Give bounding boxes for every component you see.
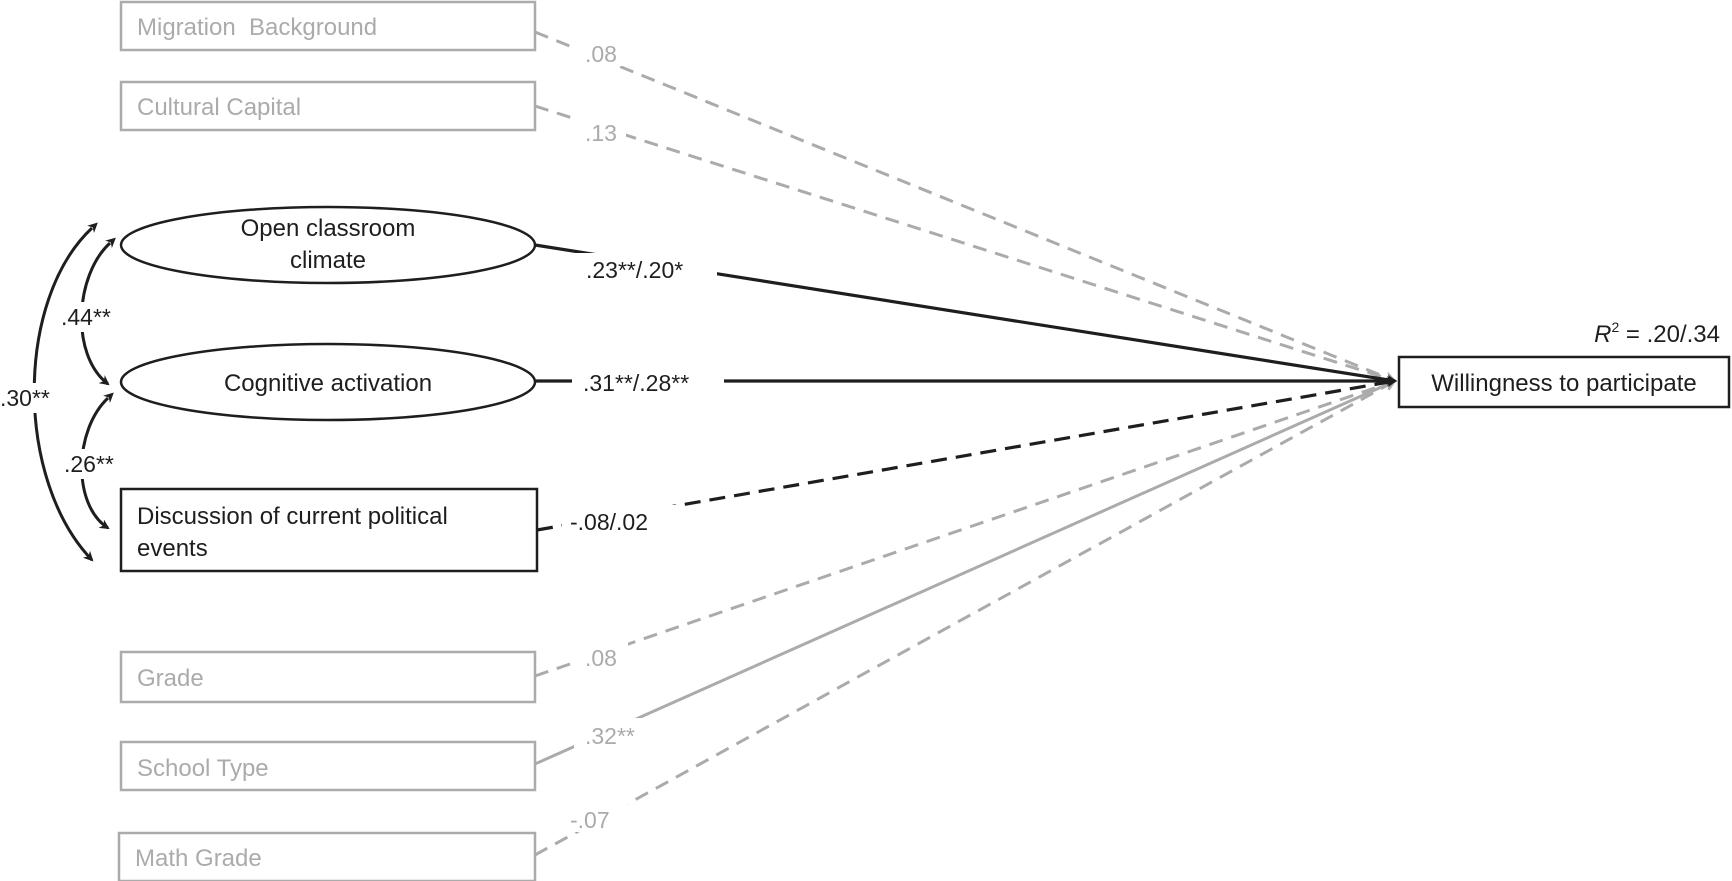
coef-school-text: .32** — [585, 723, 635, 749]
coef-cognitive-text: .31**/.28** — [583, 370, 689, 396]
box-migration-background: Migration Background — [119, 0, 537, 52]
coef-cultural-text: .13 — [585, 120, 617, 146]
corr-open-discussion-text: .30** — [0, 385, 50, 411]
path-discussion-to-outcome — [536, 377, 1397, 532]
path-math-to-outcome — [534, 379, 1397, 857]
r-squared-exponent: 2 — [1611, 319, 1619, 335]
corr-open-cognitive-text: .44** — [61, 304, 111, 330]
ellipse-cognitive-activation: Cognitive activation — [119, 342, 537, 422]
school-label: School Type — [137, 755, 269, 782]
coef-discussion-text: -.08/.02 — [570, 509, 648, 535]
coef-cultural: .13 — [572, 118, 626, 148]
coef-open-text: .23**/.20* — [586, 257, 683, 283]
open-label-line2: climate — [290, 247, 366, 274]
box-school-type: School Type — [119, 740, 537, 792]
math-label: Math Grade — [135, 845, 262, 872]
coef-cognitive: .31**/.28** — [572, 366, 724, 398]
cultural-label: Cultural Capital — [137, 94, 301, 121]
coef-migration: .08 — [572, 36, 626, 67]
coef-math-text: -.07 — [570, 807, 610, 833]
coef-discussion: -.08/.02 — [562, 505, 680, 537]
ellipse-open-classroom-climate: Open classroom climate — [119, 205, 537, 285]
cognitive-label: Cognitive activation — [224, 370, 432, 397]
open-label-line1: Open classroom — [241, 215, 416, 242]
corr-label-open-discussion: .30** — [0, 383, 56, 413]
discussion-label-line2: events — [137, 535, 208, 562]
coef-grade: .08 — [572, 640, 628, 672]
migration-label: Migration Background — [137, 14, 377, 41]
corr-label-cognitive-discussion: .26** — [60, 449, 126, 479]
coef-school: .32** — [574, 718, 644, 750]
box-discussion-political-events: Discussion of current political events — [119, 487, 539, 573]
grade-label: Grade — [137, 665, 204, 692]
outcome-label: Willingness to participate — [1431, 370, 1696, 397]
coef-migration-text: .08 — [585, 41, 617, 67]
r-squared-value: = .20/.34 — [1619, 321, 1720, 348]
discussion-label-line1: Discussion of current political — [137, 503, 448, 530]
box-grade: Grade — [119, 650, 537, 704]
path-school-to-outcome — [534, 379, 1397, 766]
corr-label-open-cognitive: .44** — [56, 302, 122, 332]
coef-grade-text: .08 — [585, 645, 617, 671]
path-migration-to-outcome — [534, 30, 1397, 383]
box-math-grade: Math Grade — [117, 831, 537, 881]
path-grade-to-outcome — [534, 378, 1397, 678]
r-squared-label: R2 = .20/.34 — [1594, 319, 1720, 348]
box-cultural-capital: Cultural Capital — [119, 80, 537, 132]
path-cultural-to-outcome — [534, 104, 1397, 384]
r-squared-symbol: R — [1594, 321, 1611, 348]
coef-math: -.07 — [560, 800, 628, 833]
box-willingness-to-participate: Willingness to participate — [1397, 355, 1731, 409]
corr-cognitive-discussion-text: .26** — [64, 451, 114, 477]
coef-open: .23**/.20* — [575, 253, 717, 285]
